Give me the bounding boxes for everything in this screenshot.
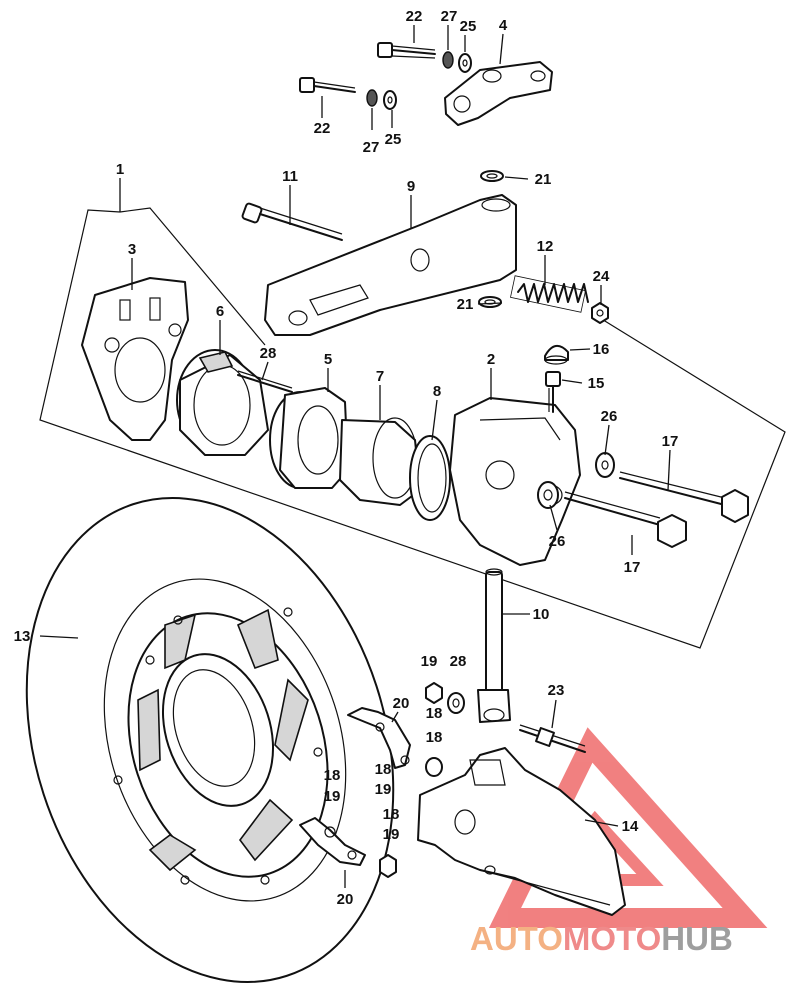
callout-4: 4 — [499, 17, 508, 34]
callout-27-upper: 27 — [441, 8, 458, 25]
callout-labels: 1 2 3 4 5 6 7 8 9 10 11 12 13 14 15 16 1… — [14, 8, 679, 908]
callout-8: 8 — [433, 383, 441, 400]
torque-arm-9 — [264, 194, 517, 336]
pivot-pin-10 — [477, 568, 511, 723]
callout-18-c: 18 — [375, 761, 392, 778]
bleeder-valve-15 — [545, 371, 561, 413]
callout-5: 5 — [324, 351, 332, 368]
bracket-20-upper — [347, 707, 411, 769]
callout-14: 14 — [622, 818, 639, 835]
watermark-auto: AUTO — [470, 920, 563, 957]
callout-26-lower: 26 — [549, 533, 566, 550]
callout-7: 7 — [376, 368, 384, 385]
upper-bracket-4 — [444, 61, 553, 126]
callout-21-upper: 21 — [535, 171, 552, 188]
watermark-moto: MOTO — [563, 920, 661, 957]
callout-22-upper: 22 — [406, 8, 423, 25]
washer-28-center — [447, 692, 465, 714]
caliper-body-2 — [449, 397, 581, 566]
callout-28-upper: 28 — [260, 345, 277, 362]
washer-18-center — [425, 757, 443, 777]
callout-17-lower: 17 — [624, 559, 641, 576]
callout-9: 9 — [407, 178, 415, 195]
bracket-20-lower — [299, 817, 366, 866]
nut-19-center — [425, 682, 443, 704]
washer-27-upper — [442, 51, 454, 69]
callout-19-d: 19 — [383, 826, 400, 843]
watermark-text: AUTOMOTOHUB — [470, 920, 733, 957]
washer-25-lower — [383, 90, 397, 110]
watermark-hub: HUB — [661, 920, 733, 957]
spring-12 — [510, 275, 589, 313]
bleeder-cap-16 — [544, 345, 569, 365]
leader-lines — [39, 25, 671, 888]
callout-26-upper: 26 — [601, 408, 618, 425]
callout-28-lower: 28 — [450, 653, 467, 670]
washer-27-lower — [366, 89, 378, 107]
callout-22-lower: 22 — [314, 120, 331, 137]
callout-19-a: 19 — [421, 653, 438, 670]
bolt-22-lower — [299, 77, 356, 93]
brake-pad-6 — [176, 349, 269, 456]
callout-15: 15 — [588, 375, 605, 392]
callout-10: 10 — [533, 606, 550, 623]
caliper-assembly-outline — [39, 178, 786, 649]
callout-6: 6 — [216, 303, 224, 320]
fender-bracket-14 — [417, 747, 626, 916]
callout-11: 11 — [282, 168, 298, 185]
callout-2: 2 — [487, 351, 495, 368]
callout-25-lower: 25 — [385, 131, 402, 148]
pin-28-upper — [237, 370, 293, 393]
callout-25-upper: 25 — [460, 18, 477, 35]
svg-text:AUTOMOTOHUB: AUTOMOTOHUB — [470, 920, 733, 957]
stud-23 — [519, 724, 586, 753]
washer-26-upper — [595, 452, 615, 478]
washer-26-lower — [537, 481, 559, 509]
callout-19-c: 19 — [324, 788, 341, 805]
callout-18-d: 18 — [324, 767, 341, 784]
callout-1: 1 — [116, 161, 124, 178]
callout-18-b: 18 — [426, 729, 443, 746]
caliper-plate-3 — [81, 277, 189, 441]
callout-24: 24 — [593, 268, 610, 285]
callout-20-upper: 20 — [393, 695, 410, 712]
callout-17-upper: 17 — [662, 433, 679, 450]
callout-19-b: 19 — [375, 781, 392, 798]
washer-25-upper — [458, 53, 472, 73]
callout-23: 23 — [548, 682, 565, 699]
callout-12: 12 — [537, 238, 554, 255]
callout-18-a: 18 — [426, 705, 443, 722]
nut-24 — [591, 302, 609, 324]
piston-seal-5 — [269, 387, 349, 489]
bolt-17-upper — [619, 471, 749, 523]
piston-7 — [339, 417, 421, 506]
brake-disc — [25, 497, 395, 983]
callout-18-e: 18 — [383, 806, 400, 823]
callout-27-lower: 27 — [363, 139, 380, 156]
bolt-22-upper — [377, 42, 436, 59]
seal-8 — [409, 435, 451, 521]
washer-21-lower — [478, 296, 502, 308]
callout-16: 16 — [593, 341, 610, 358]
callout-3: 3 — [128, 241, 136, 258]
callout-20-lower: 20 — [337, 891, 354, 908]
washer-21-top — [480, 170, 504, 182]
callout-13: 13 — [14, 628, 31, 645]
bolt-11 — [241, 202, 343, 241]
nut-19-lower — [379, 854, 397, 878]
bolt-17-lower — [564, 491, 687, 548]
callout-21-lower: 21 — [457, 296, 474, 313]
